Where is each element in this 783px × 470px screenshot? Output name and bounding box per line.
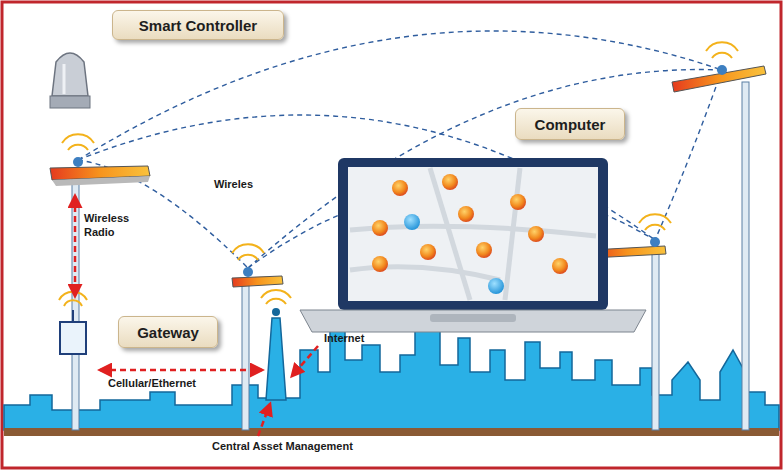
label-box: Gateway [118, 316, 218, 348]
box-label: Computer [535, 116, 606, 133]
street-lamps [50, 42, 766, 430]
laptop-computer [300, 158, 646, 332]
box-label: Smart Controller [139, 17, 257, 34]
ground [4, 428, 779, 436]
box-label: Gateway [137, 324, 199, 341]
annotation-label: Wireless Radio [84, 212, 144, 240]
annotation-label: Central Asset Management [212, 440, 353, 454]
label-box: Smart Controller [112, 10, 284, 40]
annotation-label: Wireles [214, 178, 253, 192]
central-tower [261, 290, 291, 400]
label-box: Computer [515, 108, 625, 140]
link-arrows [75, 196, 318, 436]
controller-device [50, 53, 90, 108]
annotation-label: Internet [324, 332, 364, 346]
annotation-label: Cellular/Ethernet [108, 377, 196, 391]
gateway-device [59, 292, 87, 354]
